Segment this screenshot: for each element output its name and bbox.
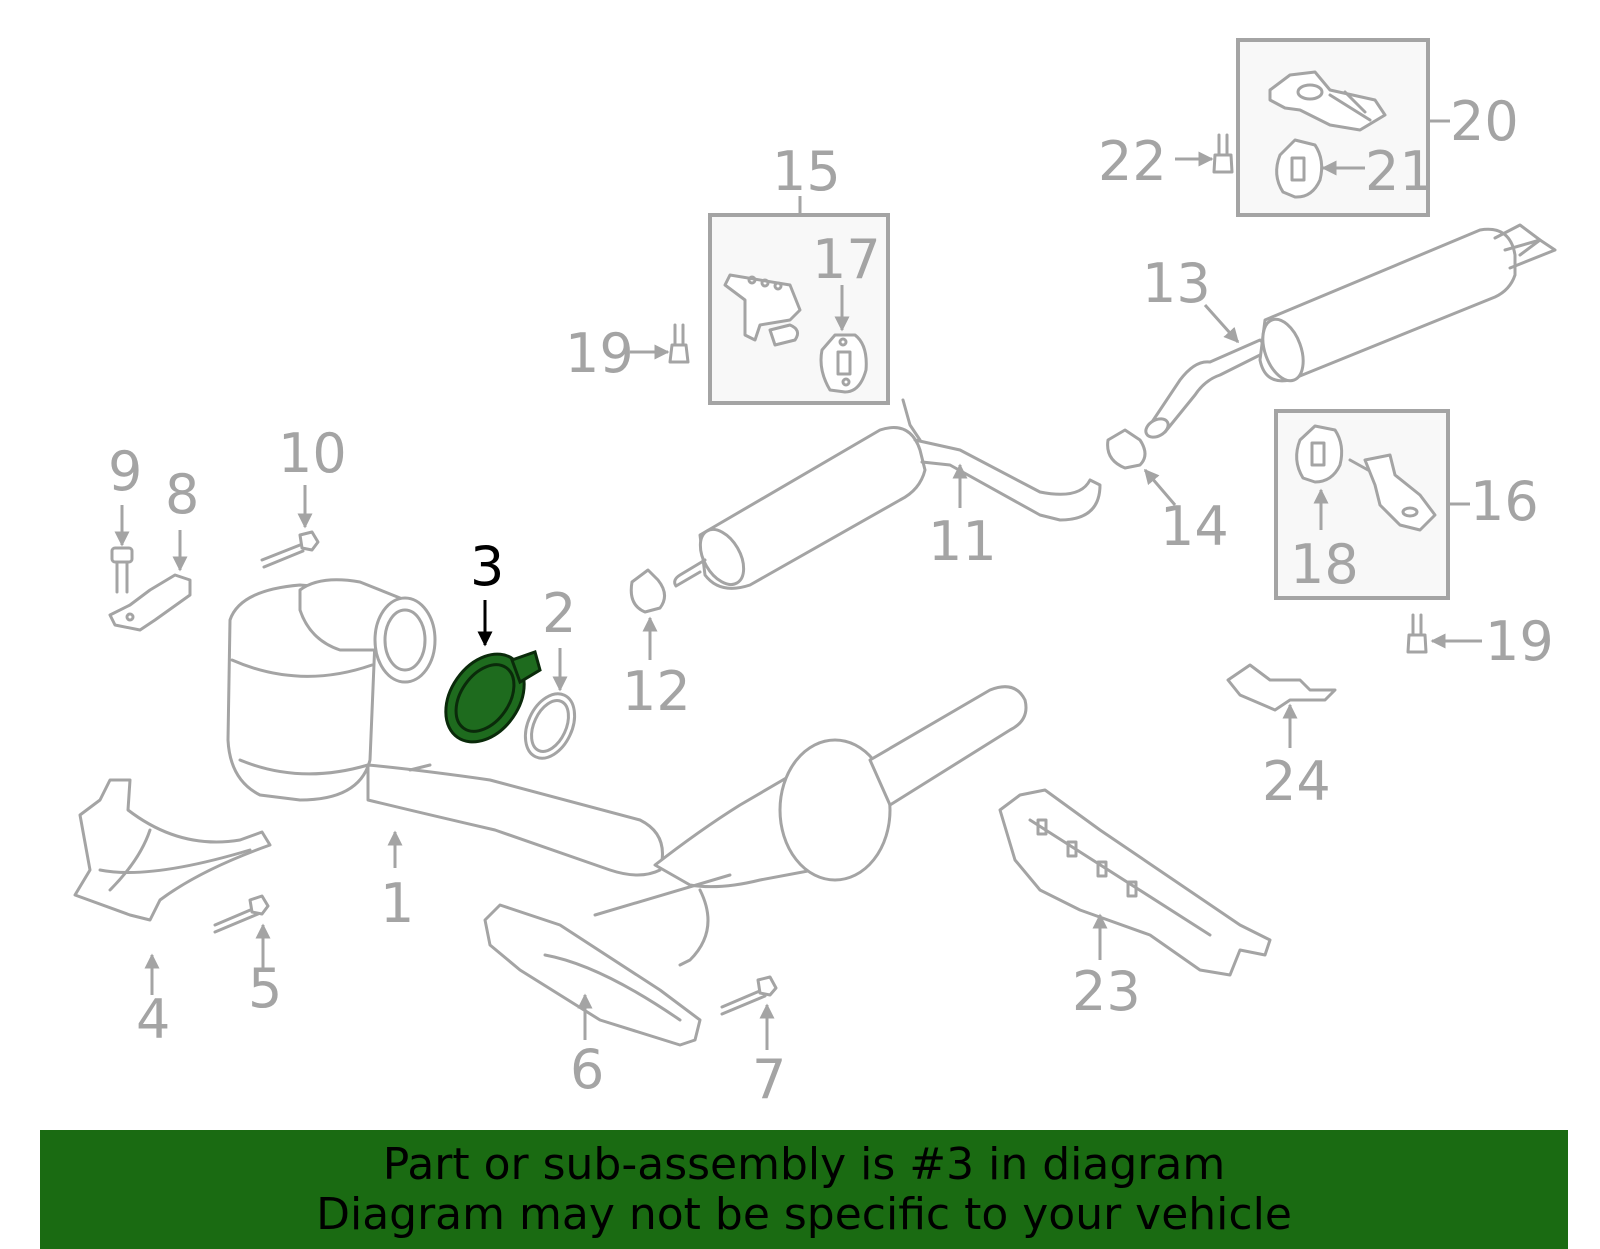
callout-19-upper[interactable]: 19 [565, 322, 634, 385]
part-11-center-muffler[interactable] [673, 398, 1102, 592]
callout-8[interactable]: 8 [165, 463, 199, 526]
callout-19-lower[interactable]: 19 [1485, 610, 1554, 673]
part-19-bolt-lower[interactable] [1406, 613, 1428, 654]
callout-11[interactable]: 11 [928, 510, 997, 573]
part-18-insulator[interactable] [1295, 424, 1344, 484]
banner-line-2: Diagram may not be specific to your vehi… [316, 1189, 1292, 1240]
callout-3[interactable]: 3 [470, 535, 504, 598]
callout-2[interactable]: 2 [542, 582, 576, 645]
part-5-bolt[interactable] [213, 894, 270, 934]
part-2-gasket[interactable] [516, 686, 585, 766]
callout-24[interactable]: 24 [1262, 750, 1331, 813]
part-21-insulator[interactable] [1275, 138, 1324, 199]
part-10-bolt[interactable] [260, 530, 320, 569]
part-4-heat-shield[interactable] [73, 778, 272, 922]
part-19-bolt-upper[interactable] [668, 323, 690, 364]
callout-14[interactable]: 14 [1160, 495, 1229, 558]
callout-17[interactable]: 17 [812, 228, 881, 291]
rear-muffler[interactable] [1255, 223, 1557, 386]
callout-4[interactable]: 4 [136, 988, 170, 1051]
part-9-bolt[interactable] [110, 546, 134, 594]
leader-14 [1143, 468, 1177, 506]
info-banner: Part or sub-assembly is #3 in diagram Di… [40, 1130, 1568, 1249]
part-22-bolt[interactable] [1212, 133, 1234, 174]
part-7-bolt[interactable] [720, 975, 778, 1016]
part-23-heat-shield[interactable] [998, 788, 1272, 977]
part-12-clamp[interactable] [629, 568, 666, 614]
part-3-clamp-highlighted[interactable] [430, 639, 542, 757]
callout-7[interactable]: 7 [752, 1048, 786, 1111]
part-16-hanger-bracket[interactable] [1348, 453, 1437, 532]
callout-16[interactable]: 16 [1470, 470, 1539, 533]
part-17-insulator[interactable] [819, 333, 868, 394]
callout-15[interactable]: 15 [772, 140, 841, 203]
part-15-hanger-bracket[interactable] [723, 273, 802, 347]
callout-23[interactable]: 23 [1072, 960, 1141, 1023]
callout-21[interactable]: 21 [1365, 140, 1434, 203]
callout-22[interactable]: 22 [1098, 130, 1167, 193]
banner-line-1: Part or sub-assembly is #3 in diagram [382, 1139, 1226, 1190]
callout-18[interactable]: 18 [1290, 533, 1359, 596]
part-6-heat-shield[interactable] [483, 903, 702, 1047]
inset-box-20 [1236, 38, 1430, 217]
callout-10[interactable]: 10 [278, 422, 347, 485]
callout-12[interactable]: 12 [622, 660, 691, 723]
part-13-rear-pipe[interactable] [1143, 338, 1272, 441]
callout-20[interactable]: 20 [1450, 90, 1519, 153]
callout-13[interactable]: 13 [1142, 252, 1211, 315]
part-20-hanger-bracket[interactable] [1268, 70, 1387, 132]
leader-13 [1203, 304, 1240, 344]
part-14-clamp[interactable] [1106, 428, 1147, 470]
callout-5[interactable]: 5 [248, 957, 282, 1020]
callout-9[interactable]: 9 [108, 440, 142, 503]
part-1-catalytic-converter[interactable] [226, 578, 1028, 967]
part-24-bracket[interactable] [1226, 663, 1337, 712]
callout-6[interactable]: 6 [570, 1038, 604, 1101]
callout-1[interactable]: 1 [380, 872, 414, 935]
part-8-bracket[interactable] [108, 573, 192, 632]
